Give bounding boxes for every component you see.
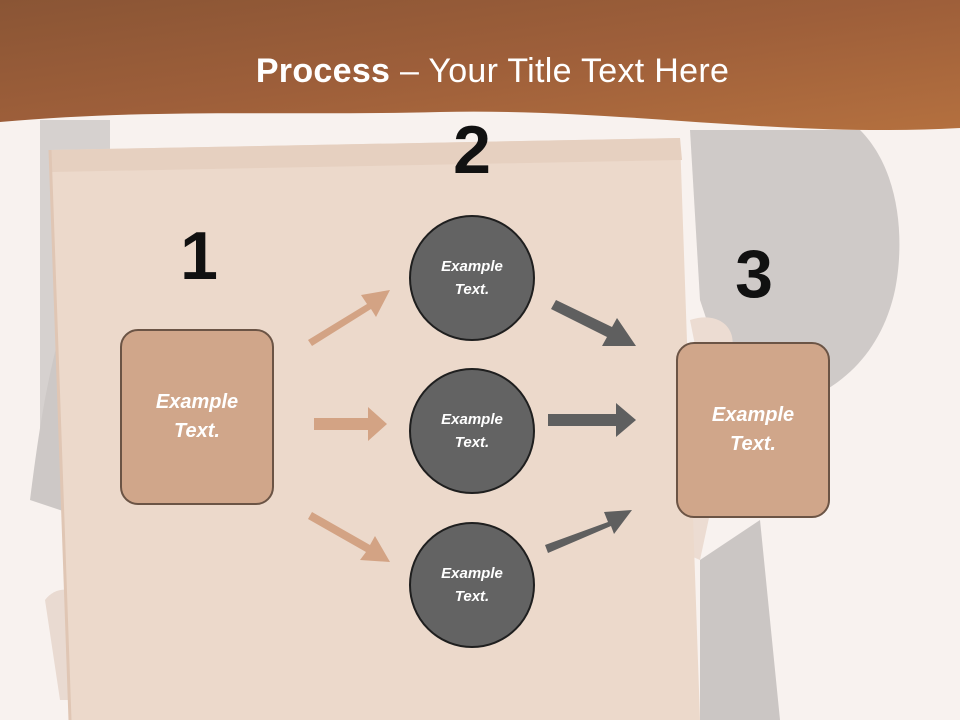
title-bold: Process: [255, 52, 391, 90]
circle-center-label: Example Text.: [441, 411, 503, 451]
arrow-left-to-bottom: [308, 512, 390, 562]
middle-circle-bottom: Example Text.: [409, 522, 535, 648]
step-3-box: Example Text.: [676, 342, 830, 518]
step-1-box: Example Text.: [120, 329, 274, 505]
circle-top-label: Example Text.: [441, 258, 503, 298]
step-number-1: 1: [180, 218, 218, 294]
slide-title: Process – Your Title Text Here: [0, 52, 960, 91]
arrow-top-to-right: [551, 300, 636, 346]
middle-circle-center: Example Text.: [409, 368, 535, 494]
circle-bottom-label: Example Text.: [441, 565, 503, 605]
arrow-left-to-center: [314, 407, 387, 441]
step-3-label: Example Text.: [711, 404, 795, 455]
step-number-3: 3: [735, 236, 773, 312]
title-rest: – Your Title Text Here: [390, 52, 730, 90]
arrow-center-to-right: [548, 403, 636, 437]
arrow-left-to-top: [308, 290, 390, 346]
arrow-bottom-to-right: [545, 510, 632, 553]
step-1-label: Example Text.: [155, 391, 239, 442]
step-number-2: 2: [453, 112, 491, 188]
middle-circle-top: Example Text.: [409, 215, 535, 341]
